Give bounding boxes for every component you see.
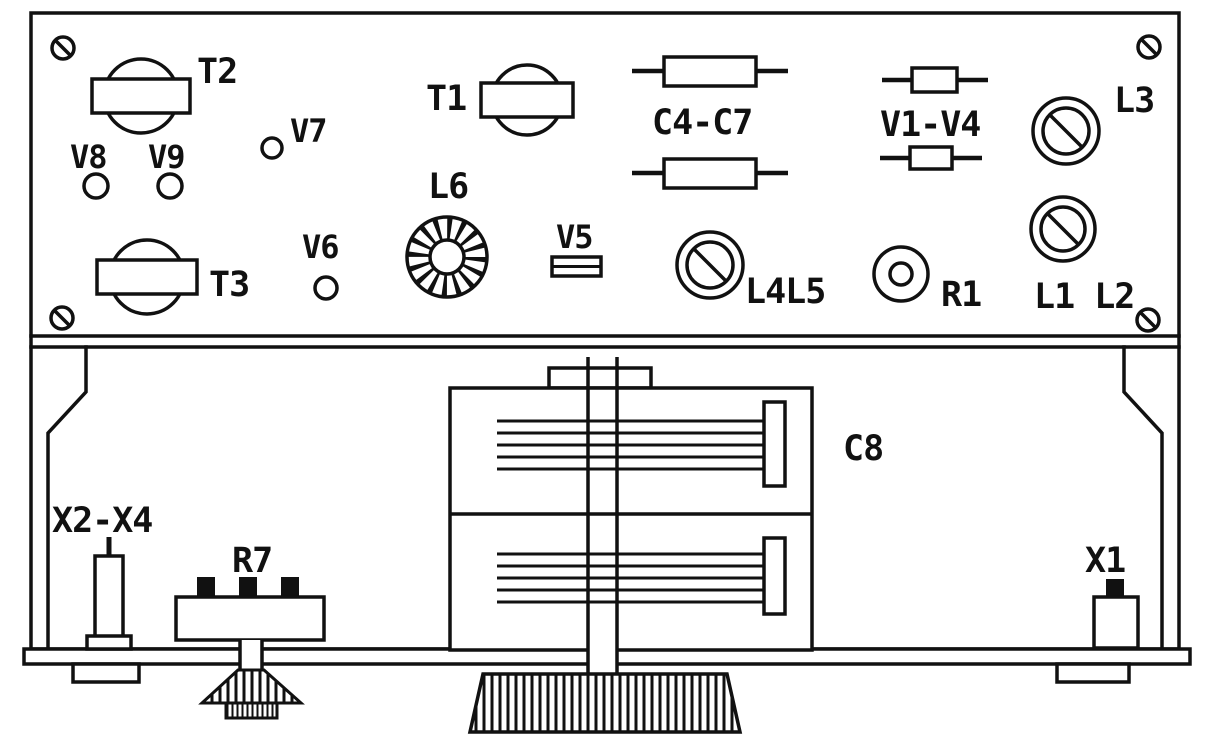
r7-knob (198, 668, 305, 705)
resistor-r1 (872, 245, 930, 303)
coil-l4-l5 (675, 230, 745, 300)
right-foot (1055, 662, 1131, 684)
label-v9: V9 (148, 138, 185, 176)
diode-v6 (313, 275, 339, 301)
r7-terminal (197, 577, 215, 597)
label-r1: R1 (941, 275, 981, 315)
panel-screws (49, 34, 1162, 333)
x1-pin (1106, 579, 1124, 598)
label-v6: V6 (302, 228, 339, 266)
screw-icon (1136, 34, 1162, 60)
connector-x1 (1092, 579, 1140, 650)
label-t1: T1 (426, 79, 466, 119)
r7-terminal (239, 577, 257, 597)
r7-knob-ridge (224, 701, 279, 720)
connector-x2-x4 (85, 537, 133, 651)
label-v7: V7 (290, 112, 327, 150)
screw-icon (1135, 307, 1161, 333)
diodes-v1-v4 (880, 66, 988, 171)
tuning-knob (467, 672, 743, 734)
label-v8: V8 (70, 138, 107, 176)
label-r7: R7 (232, 541, 272, 581)
diode-v7 (260, 136, 284, 160)
diode-v8 (82, 172, 110, 200)
label-l3: L3 (1114, 81, 1154, 121)
coil-l3 (1031, 96, 1101, 166)
label-l1-l2: L1 L2 (1034, 277, 1134, 317)
left-foot (71, 662, 141, 684)
transformer-t1 (479, 63, 575, 137)
transformer-t3 (95, 238, 199, 316)
screw-icon (50, 35, 76, 61)
label-v5: V5 (556, 218, 593, 256)
label-l6: L6 (428, 167, 468, 207)
label-v1-v4: V1-V4 (880, 105, 980, 145)
label-l4-l5: L4L5 (745, 272, 825, 312)
label-c4-c7: C4-C7 (652, 103, 752, 143)
label-t3: T3 (209, 265, 249, 305)
potentiometer-r7 (174, 577, 326, 720)
diode-v9 (156, 172, 184, 200)
r7-terminal (281, 577, 299, 597)
screw-icon (49, 305, 75, 331)
capacitors-c4-c7 (632, 55, 788, 190)
label-t2: T2 (197, 52, 237, 92)
variable-capacitor-c8 (448, 357, 814, 675)
diode-v5 (550, 255, 603, 278)
transformer-t2 (90, 57, 192, 135)
toroid-coil-l6 (405, 215, 489, 299)
label-x1: X1 (1085, 541, 1125, 581)
label-c8: C8 (843, 429, 883, 469)
label-x2-x4: X2-X4 (52, 501, 152, 541)
coil-l1-l2 (1029, 195, 1097, 263)
